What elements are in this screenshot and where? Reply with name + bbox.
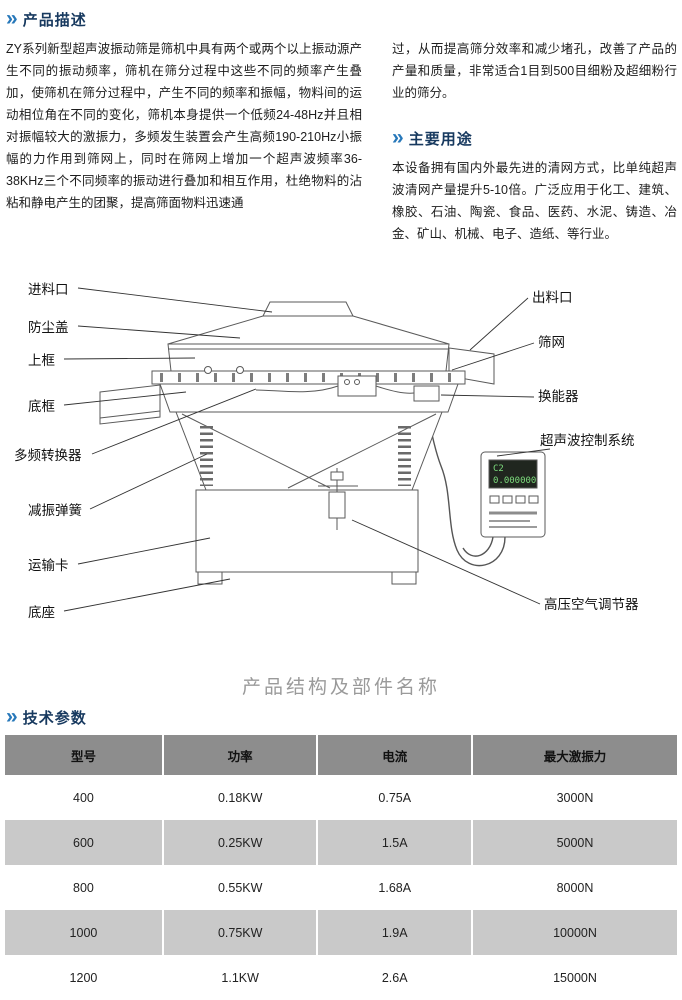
top-text-section: » 产品描述 ZY系列新型超声波振动筛是筛机中具有两个或两个以上振动源产生不同的… xyxy=(6,8,677,245)
table-cell: 1.9A xyxy=(317,910,473,955)
foot-shape xyxy=(391,571,417,585)
label-multi-freq-converter: 多频转换器 xyxy=(14,447,82,463)
parameters-table-head: 型号 功率 电流 最大激振力 xyxy=(5,735,677,775)
label-feed-inlet: 进料口 xyxy=(28,282,69,297)
label-screen-mesh: 筛网 xyxy=(538,335,565,350)
leader-line xyxy=(451,342,535,371)
air-regulator-shape xyxy=(318,468,358,530)
leader-line xyxy=(63,357,196,360)
leader-line xyxy=(77,287,273,313)
transducer-shape xyxy=(413,385,440,402)
description-column: » 产品描述 ZY系列新型超声波振动筛是筛机中具有两个或两个以上振动源产生不同的… xyxy=(6,8,362,245)
left-chute-shape xyxy=(99,384,161,425)
label-transport-clamp: 运输卡 xyxy=(28,558,69,573)
label-damping-spring: 减振弹簧 xyxy=(28,503,82,518)
table-header-cell: 最大激振力 xyxy=(472,735,677,775)
leader-line xyxy=(91,388,257,455)
diagram-labels: 进料口 防尘盖 上框 底框 多频转换器 减振弹簧 运输卡 底座 出料口 筛网 换… xyxy=(14,282,639,620)
usage-column: 过，从而提高筛分效率和减少堵孔，改善了产品的产量和质量，非常适合1目到500目细… xyxy=(392,8,677,245)
display-line1: C2 xyxy=(493,464,504,474)
display-line2: 0.000000 xyxy=(493,476,536,486)
product-structure-diagram: C2 0.000000 进料口 防尘盖 xyxy=(0,268,682,660)
table-cell: 2.6A xyxy=(317,955,473,1000)
control-cable xyxy=(424,401,506,567)
table-cell: 8000N xyxy=(556,880,594,895)
section-header-usage: » 主要用途 xyxy=(392,127,677,149)
leader-line xyxy=(440,394,535,398)
section-header-parameters: » 技术参数 xyxy=(6,706,87,728)
label-dust-cover: 防尘盖 xyxy=(28,320,69,335)
leader-line xyxy=(77,537,211,565)
table-cell: 0.75KW xyxy=(162,910,319,955)
table-cell: 1.68A xyxy=(317,865,473,910)
table-cell: 1.5A xyxy=(317,820,473,865)
leader-line xyxy=(496,448,551,457)
table-header-cell: 电流 xyxy=(317,735,473,775)
table-cell: 5000N xyxy=(556,835,594,850)
leader-lines xyxy=(63,287,551,612)
machine-drawing xyxy=(99,301,546,585)
table-cell: 800 xyxy=(5,865,164,910)
label-air-regulator: 高压空气调节器 xyxy=(544,596,639,612)
table-cell: 0.55KW xyxy=(162,865,319,910)
base-cabinet-shape xyxy=(195,489,419,573)
table-header-row: 型号 功率 电流 最大激振力 xyxy=(5,735,677,775)
table-header-cell: 型号 xyxy=(5,735,164,775)
double-chevron-icon: » xyxy=(6,7,18,30)
bottom-frame-shape xyxy=(159,383,459,413)
description-text-left: ZY系列新型超声波振动筛是筛机中具有两个或两个以上振动源产生不同的振动频率，筛机… xyxy=(6,42,362,210)
table-header-cell: 功率 xyxy=(162,735,319,775)
double-chevron-icon: » xyxy=(6,705,18,728)
table-cell: 0.18KW xyxy=(162,775,319,820)
leader-line xyxy=(469,297,529,351)
machine-diagram-svg: C2 0.000000 进料口 防尘盖 xyxy=(14,282,639,620)
table-cell: 15000N xyxy=(553,970,597,985)
leader-line xyxy=(89,453,208,510)
table-cell: 1000 xyxy=(5,910,164,955)
table-cell: 1200 xyxy=(5,955,164,1000)
dust-cover-shape xyxy=(167,315,450,345)
usage-text: 本设备拥有国内外最先进的清网方式，比单纯超声波清网产量提升5-10倍。广泛应用于… xyxy=(392,161,677,241)
section-title-description: 产品描述 xyxy=(22,11,87,29)
description-text-right: 过，从而提高筛分效率和减少堵孔，改善了产品的产量和质量，非常适合1目到500目细… xyxy=(392,42,677,100)
label-outlet: 出料口 xyxy=(532,290,573,305)
feed-inlet-shape xyxy=(262,301,354,317)
table-cell: 3000N xyxy=(556,790,594,805)
table-cell: 0.25KW xyxy=(162,820,319,865)
table-cell: 600 xyxy=(5,820,164,865)
label-bottom-frame: 底框 xyxy=(28,399,55,414)
section-header-description: » 产品描述 xyxy=(6,8,362,30)
control-button xyxy=(528,495,539,504)
control-button xyxy=(515,495,526,504)
double-chevron-icon: » xyxy=(392,126,404,149)
table-cell: 10000N xyxy=(553,925,597,940)
label-upper-frame: 上框 xyxy=(28,353,55,368)
control-button xyxy=(502,495,513,504)
diagram-caption: 产品结构及部件名称 xyxy=(241,677,440,698)
leader-line xyxy=(77,325,241,339)
table-cell: 1.1KW xyxy=(162,955,319,1000)
section-title-parameters: 技术参数 xyxy=(22,709,87,727)
label-ultrasonic-control-system: 超声波控制系统 xyxy=(540,433,635,448)
leader-line xyxy=(63,578,231,612)
ultrasonic-control-box xyxy=(480,451,546,538)
leader-line xyxy=(63,391,187,406)
control-display xyxy=(488,459,538,489)
label-base: 底座 xyxy=(28,605,55,620)
table-cell: 0.75A xyxy=(317,775,473,820)
table-cell: 400 xyxy=(5,775,164,820)
section-title-usage: 主要用途 xyxy=(408,130,473,148)
leader-line xyxy=(351,519,541,605)
label-transducer: 换能器 xyxy=(538,389,579,404)
control-button xyxy=(489,495,500,504)
foot-shape xyxy=(197,571,223,585)
